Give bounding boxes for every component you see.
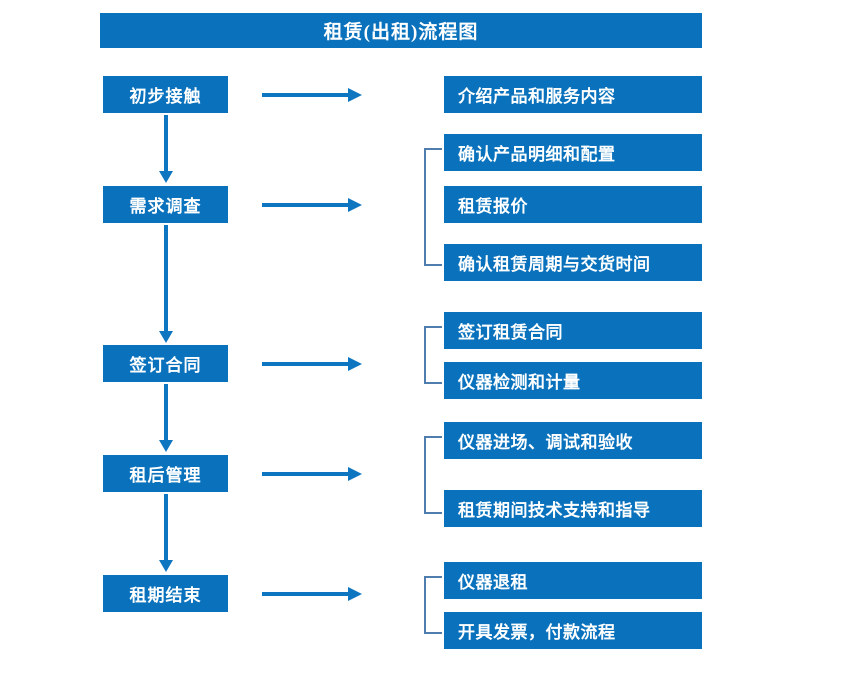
- stage-box-5-label: 租期结束: [129, 586, 202, 605]
- stage-box-1[interactable]: 初步接触: [103, 76, 228, 113]
- detail-box-1-label: 介绍产品和服务内容: [458, 87, 616, 106]
- detail-box-8[interactable]: 租赁期间技术支持和指导: [444, 490, 702, 527]
- detail-box-7[interactable]: 仪器进场、调试和验收: [444, 422, 702, 459]
- stage-box-1-label: 初步接触: [129, 87, 202, 106]
- detail-box-9[interactable]: 仪器退租: [444, 562, 702, 599]
- arrow-shaft: [262, 472, 348, 476]
- detail-box-4-label: 确认租赁周期与交货时间: [458, 255, 651, 274]
- group-bracket-1: [424, 148, 442, 266]
- detail-box-9-label: 仪器退租: [458, 573, 528, 592]
- arrow-shaft: [164, 494, 168, 560]
- arrow-head: [159, 331, 173, 343]
- stage-box-5[interactable]: 租期结束: [103, 575, 228, 612]
- right-arrow-icon-1: [262, 88, 362, 102]
- arrow-shaft: [262, 592, 348, 596]
- arrow-shaft: [262, 203, 348, 207]
- page-title: 租赁(出租)流程图: [100, 13, 702, 48]
- stage-box-3[interactable]: 签订合同: [103, 345, 228, 382]
- stage-box-4-label: 租后管理: [129, 466, 202, 485]
- stage-box-4[interactable]: 租后管理: [103, 455, 228, 492]
- down-arrow-icon-3: [159, 384, 173, 452]
- arrow-head: [159, 440, 173, 452]
- arrow-shaft: [262, 362, 348, 366]
- right-arrow-icon-4: [262, 467, 362, 481]
- arrow-head: [348, 198, 362, 212]
- arrow-head: [348, 88, 362, 102]
- detail-box-10[interactable]: 开具发票，付款流程: [444, 612, 702, 649]
- stage-box-2-label: 需求调查: [129, 197, 202, 216]
- arrow-shaft: [164, 225, 168, 331]
- arrow-head: [159, 560, 173, 572]
- arrow-shaft: [164, 384, 168, 440]
- arrow-head: [348, 467, 362, 481]
- arrow-head: [348, 357, 362, 371]
- detail-box-10-label: 开具发票，付款流程: [458, 623, 616, 642]
- arrow-shaft: [262, 93, 348, 97]
- arrow-shaft: [164, 115, 168, 171]
- down-arrow-icon-1: [159, 115, 173, 183]
- stage-box-2[interactable]: 需求调查: [103, 186, 228, 223]
- arrow-head: [348, 587, 362, 601]
- detail-box-2[interactable]: 确认产品明细和配置: [444, 134, 702, 171]
- detail-box-6[interactable]: 仪器检测和计量: [444, 362, 702, 399]
- detail-box-3-label: 租赁报价: [458, 197, 528, 216]
- detail-box-3[interactable]: 租赁报价: [444, 186, 702, 223]
- down-arrow-icon-2: [159, 225, 173, 343]
- right-arrow-icon-5: [262, 587, 362, 601]
- detail-box-8-label: 租赁期间技术支持和指导: [458, 501, 651, 520]
- stage-box-3-label: 签订合同: [129, 356, 202, 375]
- detail-box-6-label: 仪器检测和计量: [458, 373, 581, 392]
- group-bracket-2: [424, 326, 442, 384]
- detail-box-4[interactable]: 确认租赁周期与交货时间: [444, 244, 702, 281]
- right-arrow-icon-2: [262, 198, 362, 212]
- detail-box-2-label: 确认产品明细和配置: [458, 145, 616, 164]
- detail-box-7-label: 仪器进场、调试和验收: [458, 433, 633, 452]
- detail-box-5-label: 签订租赁合同: [458, 323, 563, 342]
- right-arrow-icon-3: [262, 357, 362, 371]
- detail-box-1[interactable]: 介绍产品和服务内容: [444, 76, 702, 113]
- group-bracket-4: [424, 576, 442, 634]
- down-arrow-icon-4: [159, 494, 173, 572]
- group-bracket-3: [424, 436, 442, 514]
- arrow-head: [159, 171, 173, 183]
- detail-box-5[interactable]: 签订租赁合同: [444, 312, 702, 349]
